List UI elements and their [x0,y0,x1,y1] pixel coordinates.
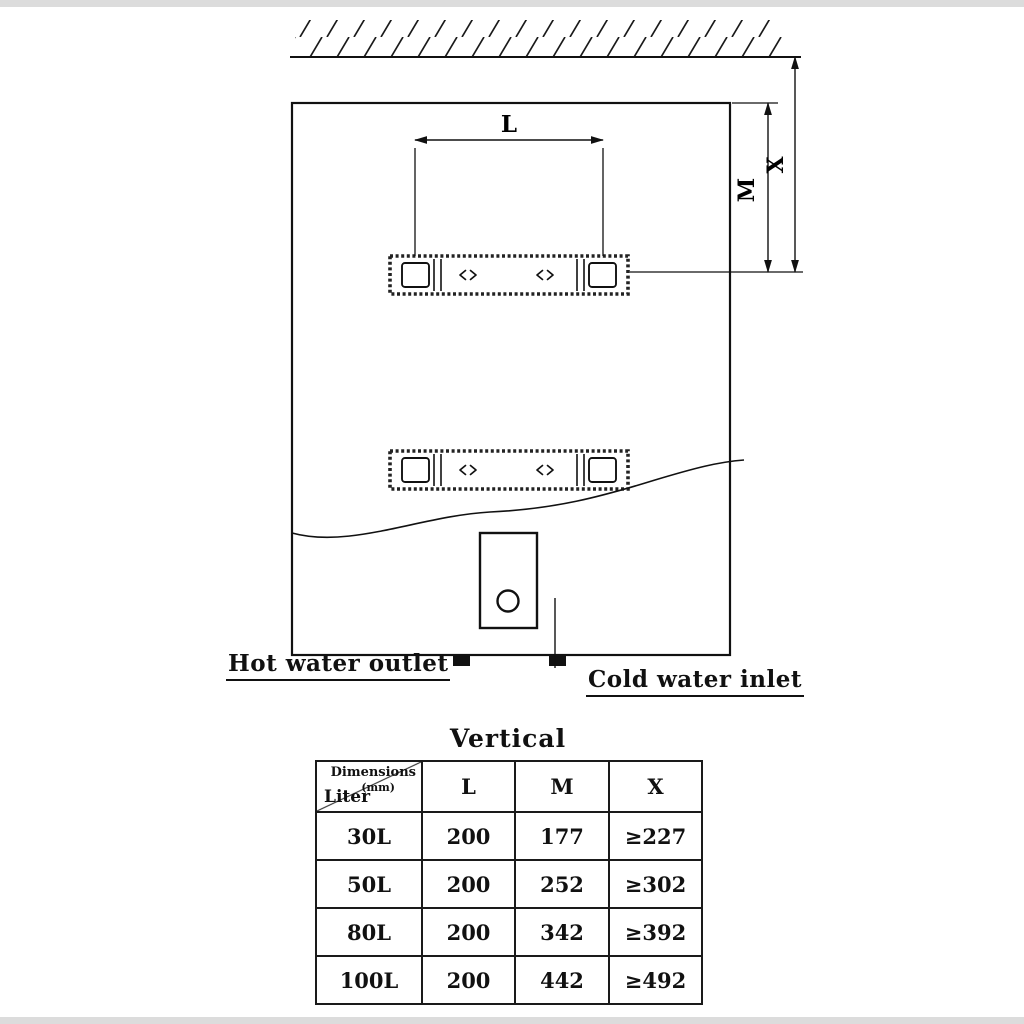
break-line [291,459,745,539]
cell-liter: 80L [315,907,423,957]
table-row: 50L 200 252 ≥302 [315,859,703,909]
table-header-row: Dimensions (mm) Liter L M X [315,760,703,813]
control-box [478,531,539,630]
table-title: Vertical [449,724,567,753]
cell-l: 200 [421,955,516,1005]
corner-liter-label: Liter [324,787,371,807]
heater-outline [290,101,732,657]
mounting-bracket-bottom [390,451,628,489]
cold-inlet-stub [549,655,566,666]
col-header-x: X [608,760,703,813]
corner-unit-label: (mm) [361,781,395,794]
hot-water-outlet-label: Hot water outlet [226,650,451,681]
cold-water-inlet-label: Cold water inlet [586,666,805,697]
cell-x: ≥227 [608,811,703,861]
bottom-edge-strip [0,1017,1024,1024]
cell-liter: 100L [315,955,423,1005]
cell-x: ≥492 [608,955,703,1005]
cell-l: 200 [421,859,516,909]
cell-m: 442 [514,955,610,1005]
cell-l: 200 [421,811,516,861]
ceiling-hatch [295,20,783,57]
cell-x: ≥302 [608,859,703,909]
dimensions-table: Dimensions (mm) Liter L M X 30L 200 177 … [315,760,703,1005]
table-row: 80L 200 342 ≥392 [315,907,703,957]
mounting-bracket-top [390,256,628,294]
table-row: 30L 200 177 ≥227 [315,811,703,861]
cell-liter: 50L [315,859,423,909]
cell-m: 252 [514,859,610,909]
col-header-m: M [514,760,610,813]
cell-m: 177 [514,811,610,861]
corner-header-cell: Dimensions (mm) Liter [315,760,423,813]
cell-m: 342 [514,907,610,957]
cell-l: 200 [421,907,516,957]
table-row: 100L 200 442 ≥492 [315,955,703,1005]
dim-m-label: M [734,178,760,202]
dim-l-label: L [501,111,517,138]
cell-liter: 30L [315,811,423,861]
col-header-l: L [421,760,516,813]
dim-x-label: X [763,156,789,174]
control-knob [496,589,520,613]
cell-x: ≥392 [608,907,703,957]
corner-dimensions-label: Dimensions [330,765,416,780]
hot-outlet-stub [453,655,470,666]
top-edge-strip [0,0,1024,7]
